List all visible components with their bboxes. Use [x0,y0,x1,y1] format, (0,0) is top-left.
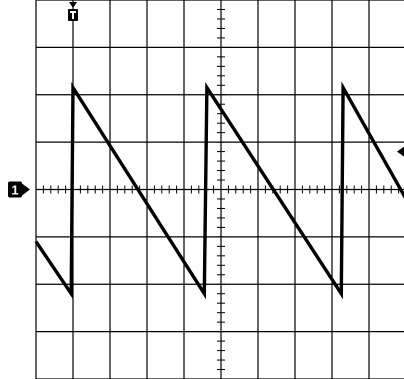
trigger-time-glyph-stem [72,11,74,19]
channel-1-arrow-icon [22,183,30,196]
channel-1-label: 1 [11,183,18,198]
channel-1-badge [8,181,22,198]
markers: 1 [8,2,404,198]
series-0-line [34,81,404,300]
channel-1-marker[interactable]: 1 [8,181,30,198]
trigger-level-arrow-icon[interactable] [397,146,404,157]
trigger-time-arrow-icon [69,2,77,8]
trigger-time-marker[interactable] [68,2,78,21]
waveform-trace [34,81,404,300]
